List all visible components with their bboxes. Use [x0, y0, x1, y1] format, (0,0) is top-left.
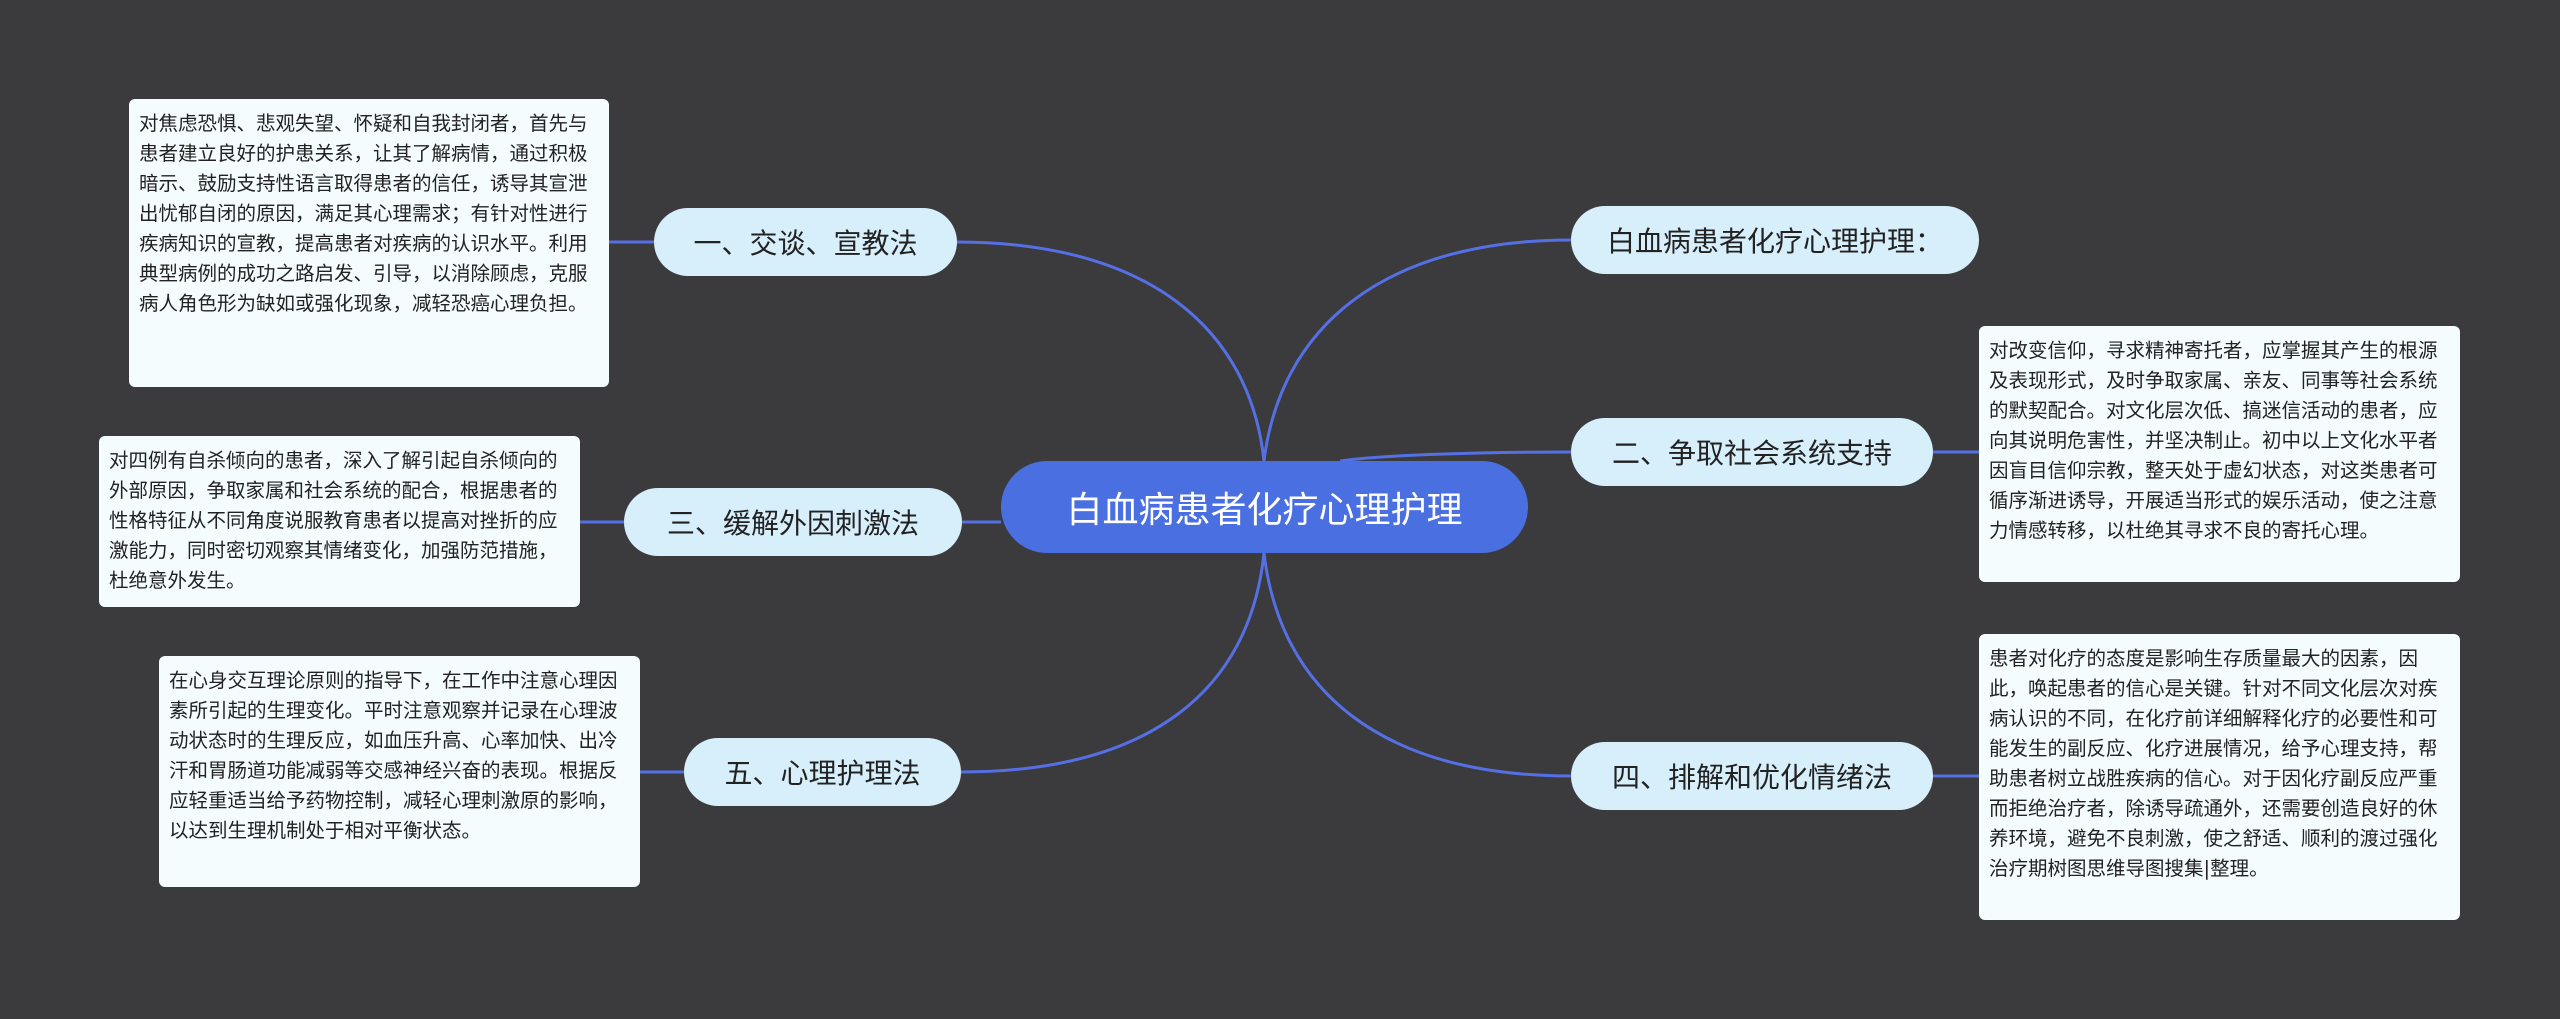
- branch-line-shehui: [1339, 450, 1572, 463]
- topic-paijie-qingxu[interactable]: 四、排解和优化情绪法: [1571, 742, 1933, 810]
- topic-xinli-huli[interactable]: 五、心理护理法: [684, 738, 961, 806]
- topic-shehui-zhichi[interactable]: 二、争取社会系统支持: [1571, 418, 1933, 486]
- note-shehui-zhichi: 对改变信仰，寻求精神寄托者，应掌握其产生的根源及表现形式，及时争取家属、亲友、同…: [1979, 326, 2460, 582]
- branch-line-qingxu: [1262, 552, 1572, 778]
- branch-line-xinli: [960, 552, 1266, 774]
- topic-jiaotan-xuanjiao[interactable]: 一、交谈、宣教法: [654, 208, 957, 276]
- branch-line-title: [1262, 238, 1572, 462]
- note-huanjie-waiyin: 对四例有自杀倾向的患者，深入了解引起自杀倾向的外部原因，争取家属和社会系统的配合…: [99, 436, 580, 607]
- topic-title[interactable]: 白血病患者化疗心理护理：: [1571, 206, 1979, 274]
- note-paijie-qingxu: 患者对化疗的态度是影响生存质量最大的因素，因此，唤起患者的信心是关键。针对不同文…: [1979, 634, 2460, 920]
- branch-line-jiaotan: [956, 240, 1266, 462]
- note-jiaotan-xuanjiao: 对焦虑恐惧、悲观失望、怀疑和自我封闭者，首先与患者建立良好的护患关系，让其了解病…: [129, 99, 609, 387]
- topic-huanjie-waiyin[interactable]: 三、缓解外因刺激法: [624, 488, 962, 556]
- central-topic[interactable]: 白血病患者化疗心理护理: [1001, 461, 1528, 553]
- note-xinli-huli: 在心身交互理论原则的指导下，在工作中注意心理因素所引起的生理变化。平时注意观察并…: [159, 656, 640, 887]
